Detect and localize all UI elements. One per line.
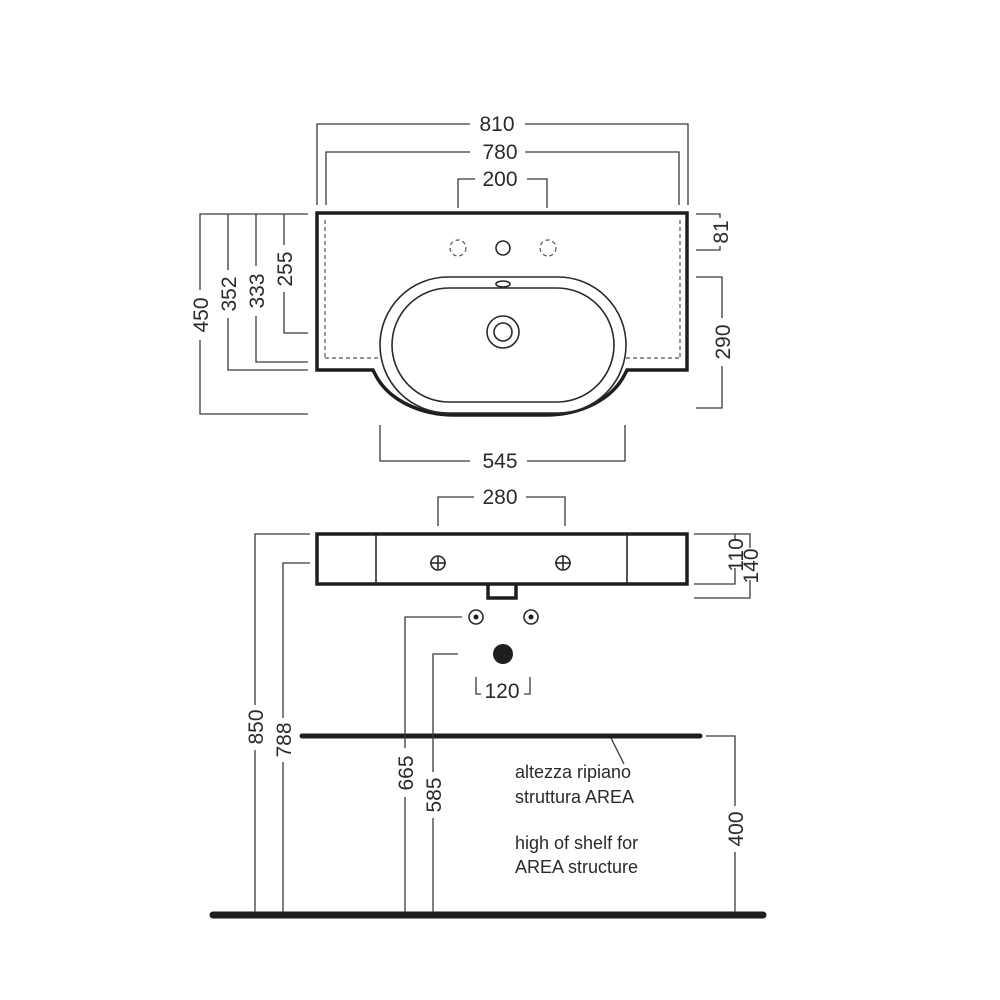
supply-right-icon [523, 609, 539, 625]
note-english-line-2: AREA structure [515, 857, 638, 877]
dim-665: 665 [395, 616, 462, 912]
drain-connection-icon [493, 644, 513, 664]
bowl-inner [391, 287, 615, 403]
note-leader [610, 737, 625, 765]
waste-outlet [486, 584, 518, 600]
dim-450-label: 450 [190, 297, 213, 332]
dim-290-label: 290 [712, 324, 735, 359]
dim-850: 850 [245, 533, 310, 912]
top-view: 810 780 200 545 450 352 [190, 113, 735, 473]
basin-front [315, 532, 689, 586]
dim-450: 450 [190, 213, 308, 415]
dim-400-label: 400 [725, 811, 748, 846]
dim-333: 333 [246, 214, 308, 363]
dim-585: 585 [423, 653, 458, 912]
dim-810: 810 [316, 113, 689, 205]
basin-outline [315, 211, 689, 417]
drain-inner-icon [493, 322, 513, 342]
dim-352: 352 [218, 214, 308, 371]
bowl-outer [379, 276, 627, 414]
dim-788-label: 788 [273, 722, 296, 757]
dim-120: 120 [475, 677, 531, 703]
dim-255-label: 255 [274, 251, 297, 286]
note-italian-line-2: struttura AREA [515, 787, 634, 807]
dim-545-label: 545 [482, 450, 517, 473]
dim-280-label: 280 [482, 486, 517, 509]
dim-200: 200 [457, 168, 548, 208]
dim-400: 400 [706, 735, 748, 912]
front-view: 280 110 140 120 [209, 486, 767, 919]
dim-665-label: 665 [395, 755, 418, 790]
dim-333-label: 333 [246, 273, 269, 308]
dim-110-label: 110 [725, 538, 748, 571]
dim-810-label: 810 [479, 113, 514, 136]
note-english-line-1: high of shelf for [515, 833, 638, 853]
dim-255: 255 [274, 214, 308, 334]
dim-788: 788 [273, 562, 310, 912]
dim-352-label: 352 [218, 276, 241, 311]
note-italian-line-1: altezza ripiano [515, 762, 631, 782]
dim-280: 280 [437, 486, 566, 526]
dim-200-label: 200 [482, 168, 517, 191]
dim-780-label: 780 [482, 141, 517, 164]
dim-585-label: 585 [423, 777, 446, 812]
tap-hole-center-icon [495, 240, 511, 256]
dim-140: 140 [694, 533, 763, 599]
dim-110: 110 [694, 533, 748, 585]
dim-780: 780 [325, 141, 680, 205]
drain-outer-icon [486, 315, 520, 349]
dim-545: 545 [379, 425, 626, 473]
tap-hole-left-icon [449, 239, 467, 257]
dim-140-label: 140 [740, 548, 763, 583]
dim-850-label: 850 [245, 709, 268, 744]
dim-81-label: 81 [710, 220, 733, 243]
dim-81: 81 [696, 213, 733, 251]
tap-hole-right-icon [539, 239, 557, 257]
fixing-hole-right-icon [555, 555, 571, 571]
dim-120-label: 120 [484, 680, 519, 703]
overflow-slot [495, 280, 511, 288]
dim-290: 290 [696, 276, 735, 409]
fixing-hole-left-icon [430, 555, 446, 571]
supply-left-icon [468, 609, 484, 625]
